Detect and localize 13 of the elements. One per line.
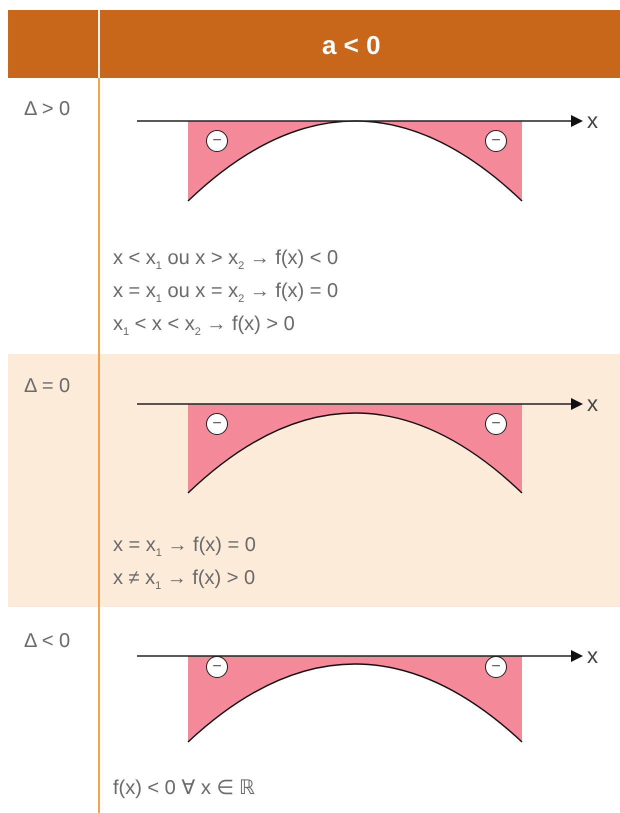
condition-text: f(x) < 0 ∀ x ∈ ℝ bbox=[113, 776, 256, 800]
condition-text: x$_{1}$ < x < x$_{2}$ → f(x) > 0 bbox=[113, 312, 295, 340]
axis-label: x bbox=[587, 644, 598, 668]
condition-text: x = x$_{1}$ ou x = x$_{2}$ → f(x) = 0 bbox=[113, 279, 338, 307]
condition-text: x ≠ x$_{1}$ → f(x) > 0 bbox=[113, 566, 256, 594]
condition-text: x < x$_{1}$ ou x > x$_{2}$ → f(x) < 0 bbox=[113, 246, 338, 274]
axis-label: x bbox=[587, 392, 598, 416]
case-label: Δ = 0 bbox=[24, 374, 70, 398]
axis-label: x bbox=[587, 109, 598, 133]
case-label: Δ < 0 bbox=[24, 629, 70, 653]
case-label: Δ > 0 bbox=[24, 97, 70, 121]
column-heading: a < 0 bbox=[322, 30, 381, 60]
condition-text: x = x$_{1}$ → f(x) = 0 bbox=[113, 533, 256, 561]
